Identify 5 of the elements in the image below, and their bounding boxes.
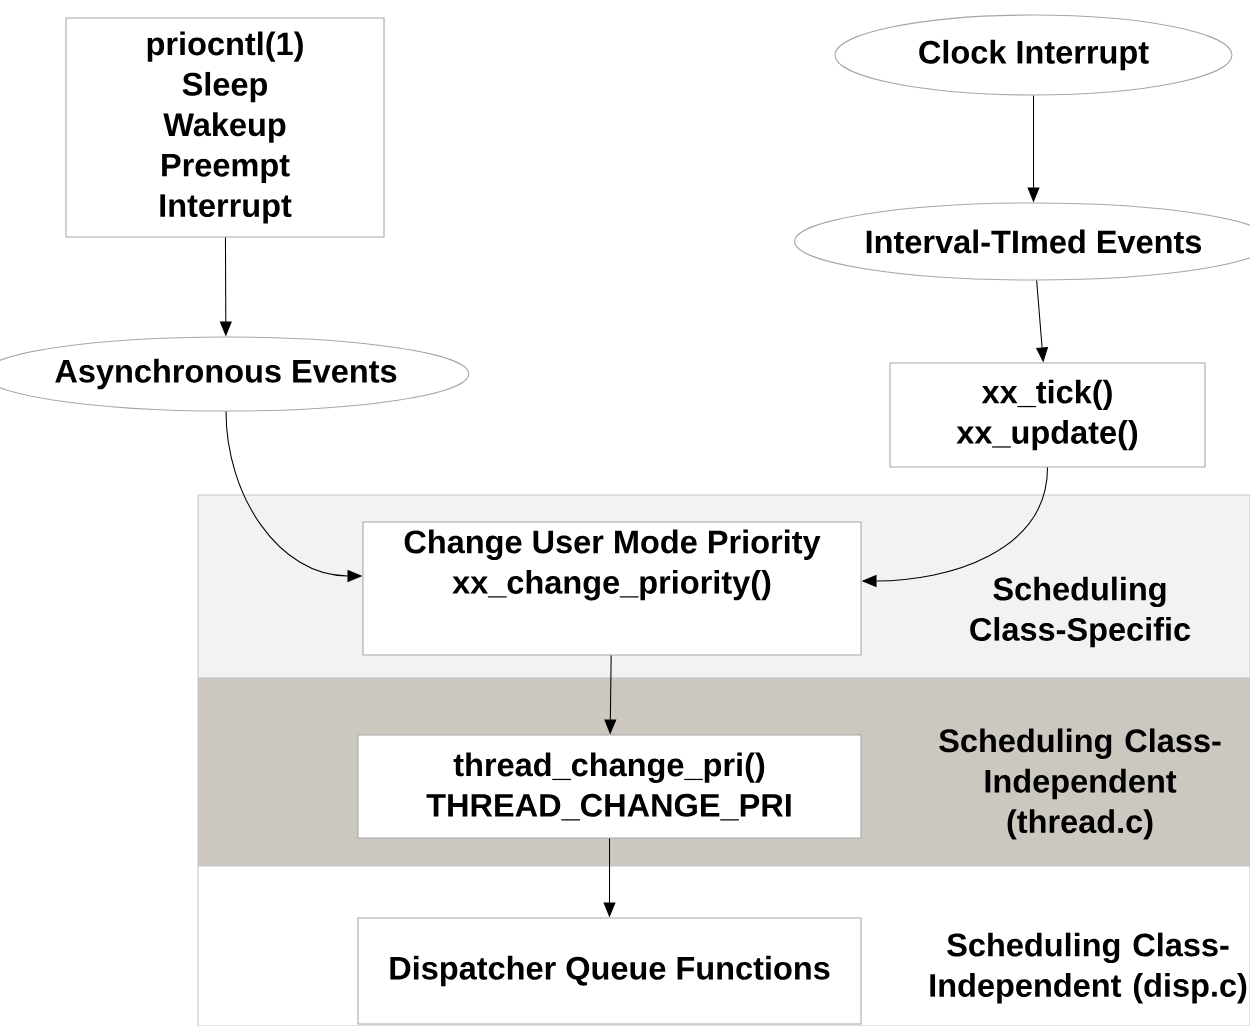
function-box: thread_change_pri() THREAD_CHANGE_PRI <box>357 734 862 839</box>
function-box: Change User Mode Priority xx_change_priority() <box>362 521 862 656</box>
function-box: xx_tick() xx_update() <box>889 362 1206 468</box>
function-box: Dispatcher Queue Functions <box>357 917 862 1025</box>
event-box: priocntl(1) Sleep Wakeup Preempt Interrupt <box>65 17 385 238</box>
